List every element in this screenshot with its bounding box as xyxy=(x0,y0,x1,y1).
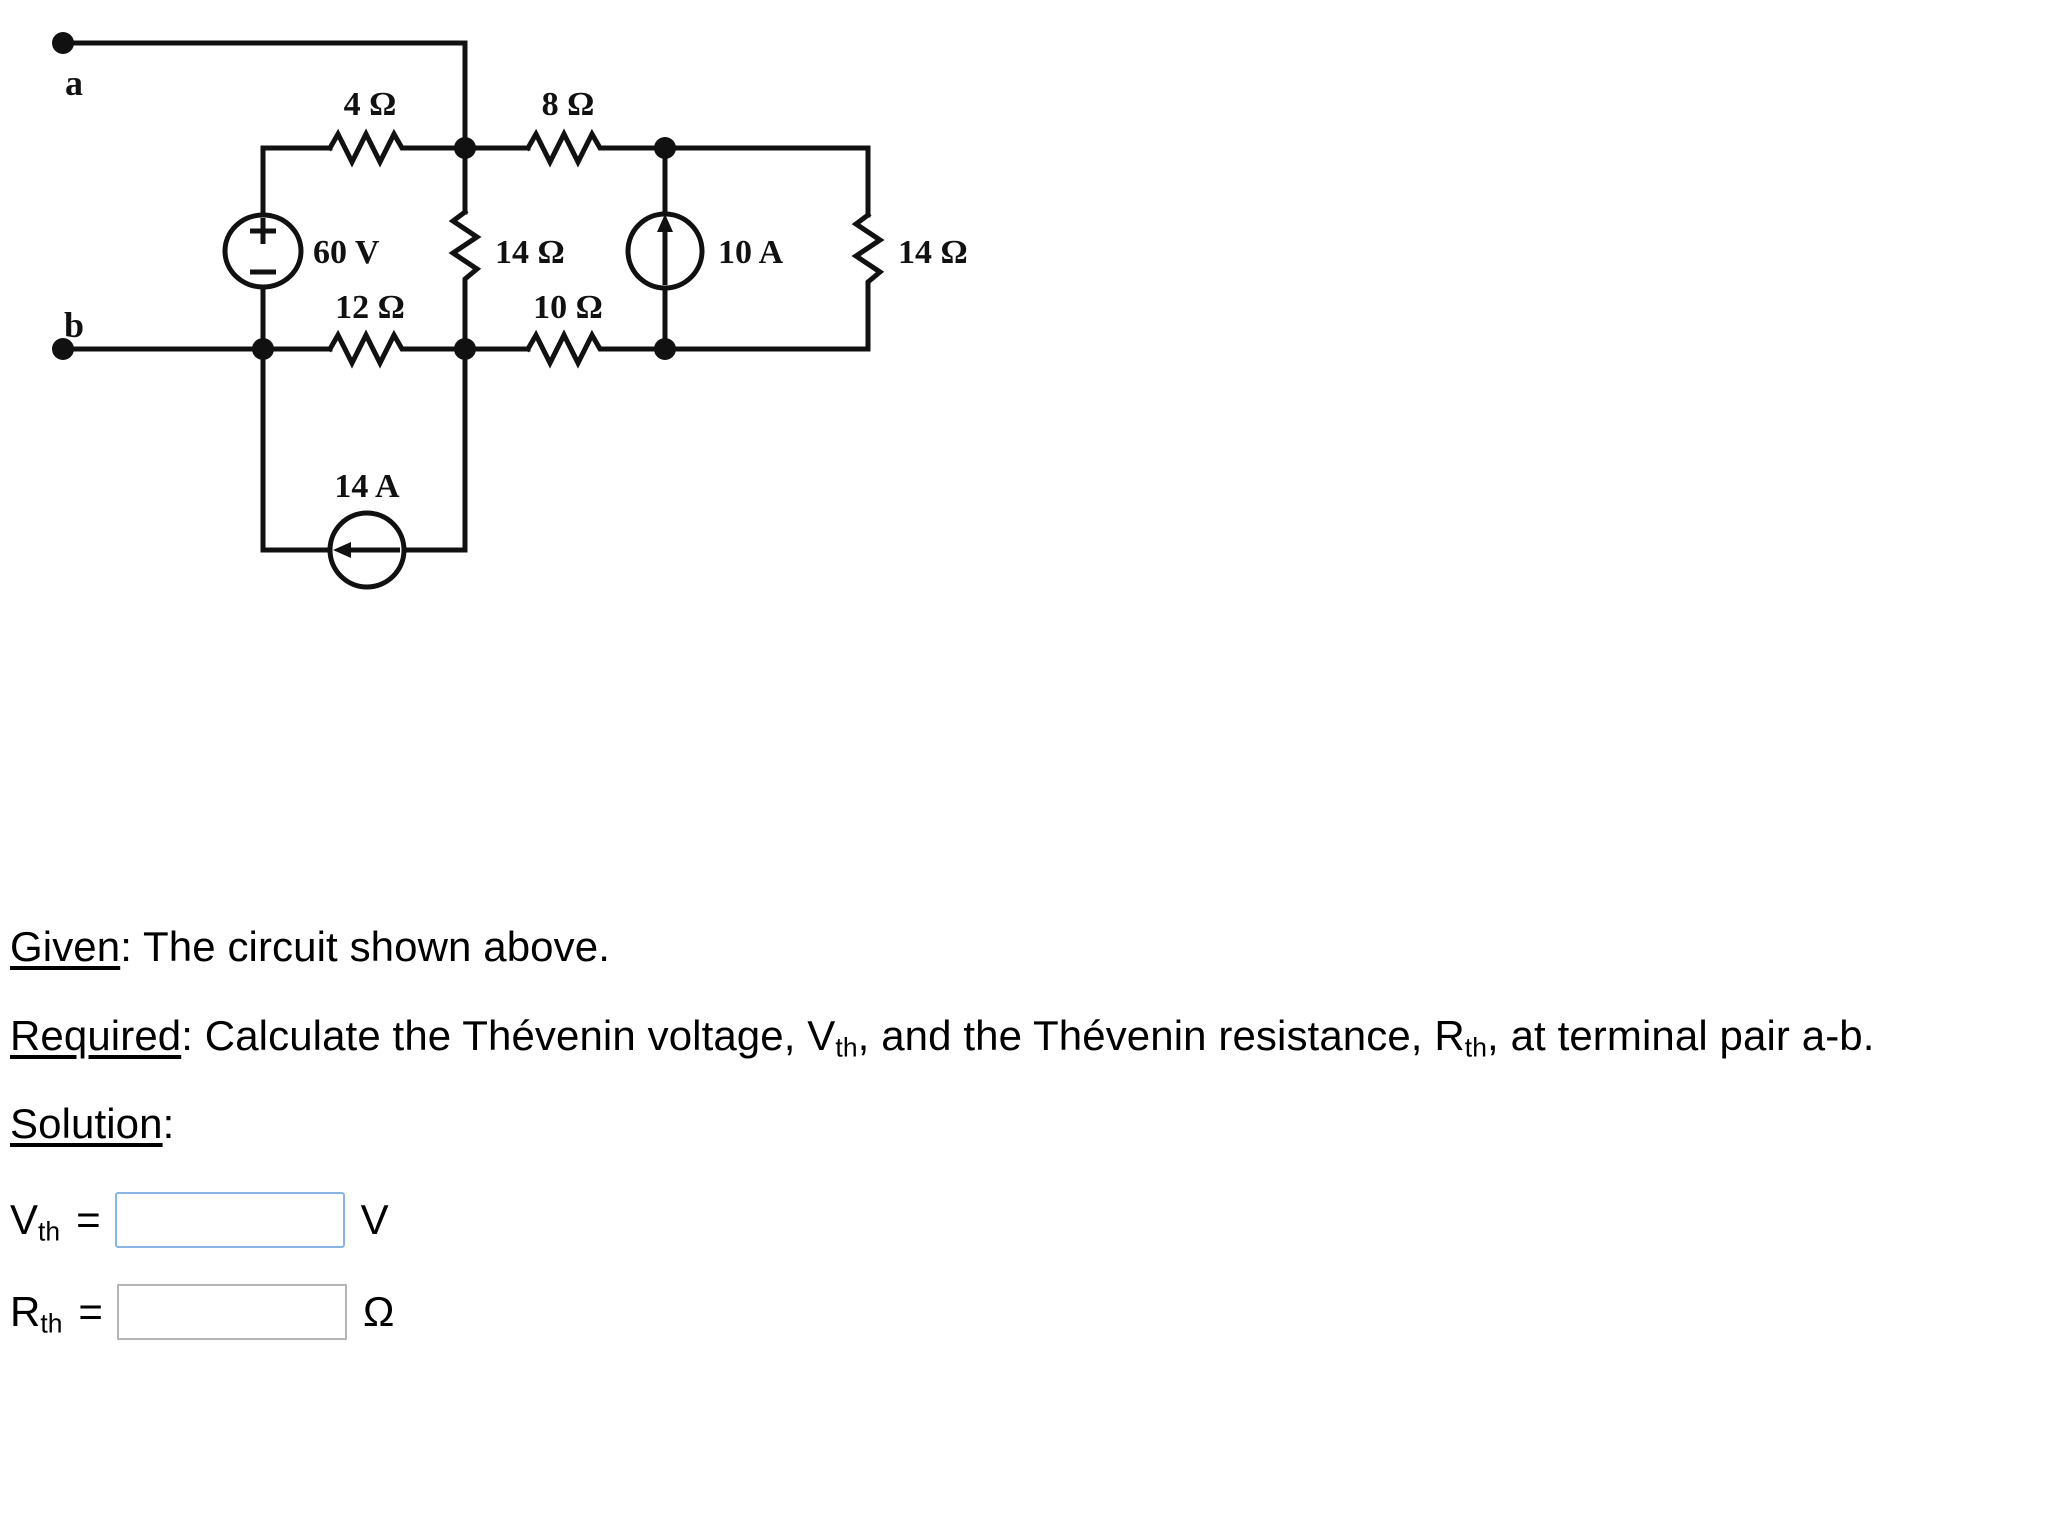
resistor-12ohm-label: 12 Ω xyxy=(335,289,405,326)
current-source-10a xyxy=(625,211,705,291)
node-dot-bottom-left xyxy=(252,338,274,360)
rth-answer-row: Rth = Ω xyxy=(10,1283,2036,1340)
required-text-3: , at terminal pair a-b. xyxy=(1487,1011,1875,1059)
circuit-wires xyxy=(60,40,885,553)
wire-top-right xyxy=(662,145,871,218)
resistor-10ohm-symbol xyxy=(524,329,611,369)
terminal-label-b: b xyxy=(64,305,84,345)
given-text: : The circuit shown above. xyxy=(120,923,610,970)
required-paragraph: Required: Calculate the Thévenin voltage… xyxy=(10,1009,2036,1064)
resistor-4ohm-symbol xyxy=(326,128,413,168)
resistor-8ohm-label: 8 Ω xyxy=(542,86,595,123)
current-arrow-head-up xyxy=(657,214,673,232)
given-paragraph: Given: The circuit shown above. xyxy=(10,920,2036,975)
rth-input[interactable] xyxy=(116,1283,347,1340)
solution-paragraph: Solution: xyxy=(10,1097,2036,1152)
node-dot-bottom-right xyxy=(654,338,676,360)
resistor-14ohm-mid-label: 14 Ω xyxy=(495,234,565,271)
node-dot-top-right xyxy=(654,137,676,159)
circuit-diagram: a b 4 Ω 8 Ω 14 Ω 14 Ω 12 Ω 10 Ω 60 V 10 … xyxy=(0,0,1400,860)
current-source-14a xyxy=(327,510,407,590)
vth-equals-sign: = xyxy=(76,1195,101,1243)
current-arrow-head-left xyxy=(333,542,351,558)
voltage-source-polarity xyxy=(250,218,276,275)
node-dot-bottom-middle xyxy=(454,338,476,360)
vth-symbol: Vth xyxy=(10,1195,61,1247)
vth-symbol-main: V xyxy=(10,1195,39,1243)
resistor-14ohm-right-symbol xyxy=(851,211,885,293)
voltage-source-60v xyxy=(222,212,304,290)
required-sub-vth: th xyxy=(835,1032,858,1063)
voltage-source-body xyxy=(222,212,304,290)
required-sub-rth: th xyxy=(1464,1032,1488,1063)
wire-terminal-a xyxy=(60,40,468,151)
resistor-14ohm-mid-symbol xyxy=(448,208,482,291)
solution-colon: : xyxy=(162,1100,175,1148)
rth-symbol-sub: th xyxy=(40,1308,63,1339)
rth-symbol-main: R xyxy=(10,1287,41,1335)
terminal-label-a: a xyxy=(65,63,83,103)
required-text-2: , and the Thévenin resistance, R xyxy=(857,1011,1465,1059)
circuit-schematic-svg: a b 4 Ω 8 Ω 14 Ω 14 Ω 12 Ω 10 Ω 60 V 10 … xyxy=(52,32,968,590)
rth-unit-label: Ω xyxy=(362,1287,395,1335)
rth-symbol: Rth xyxy=(10,1287,63,1339)
resistor-8ohm-symbol xyxy=(524,128,611,168)
junction-dots xyxy=(52,32,676,360)
vth-symbol-sub: th xyxy=(38,1216,61,1247)
given-lead: Given xyxy=(10,923,121,970)
vth-answer-row: Vth = V xyxy=(10,1191,2036,1248)
resistor-14ohm-right-label: 14 Ω xyxy=(898,234,968,271)
vth-unit-label: V xyxy=(360,1195,389,1243)
current-source-14a-label: 14 A xyxy=(334,468,400,505)
voltage-source-60v-label: 60 V xyxy=(313,234,380,271)
resistor-12ohm-symbol xyxy=(326,329,413,369)
rth-equals-sign: = xyxy=(78,1287,103,1335)
problem-statement: Given: The circuit shown above. Required… xyxy=(10,920,2036,1376)
resistor-4ohm-label: 4 Ω xyxy=(344,86,397,123)
solution-lead: Solution xyxy=(10,1100,163,1148)
terminal-dot-a xyxy=(52,32,74,54)
terminal-dot-b xyxy=(52,338,74,360)
current-source-10a-label: 10 A xyxy=(718,234,784,271)
vth-input[interactable] xyxy=(114,1191,345,1248)
node-dot-top-middle xyxy=(454,137,476,159)
required-text-1: : Calculate the Thévenin voltage, V xyxy=(181,1011,836,1059)
required-lead: Required xyxy=(10,1011,182,1059)
resistor-10ohm-label: 10 Ω xyxy=(533,289,603,326)
